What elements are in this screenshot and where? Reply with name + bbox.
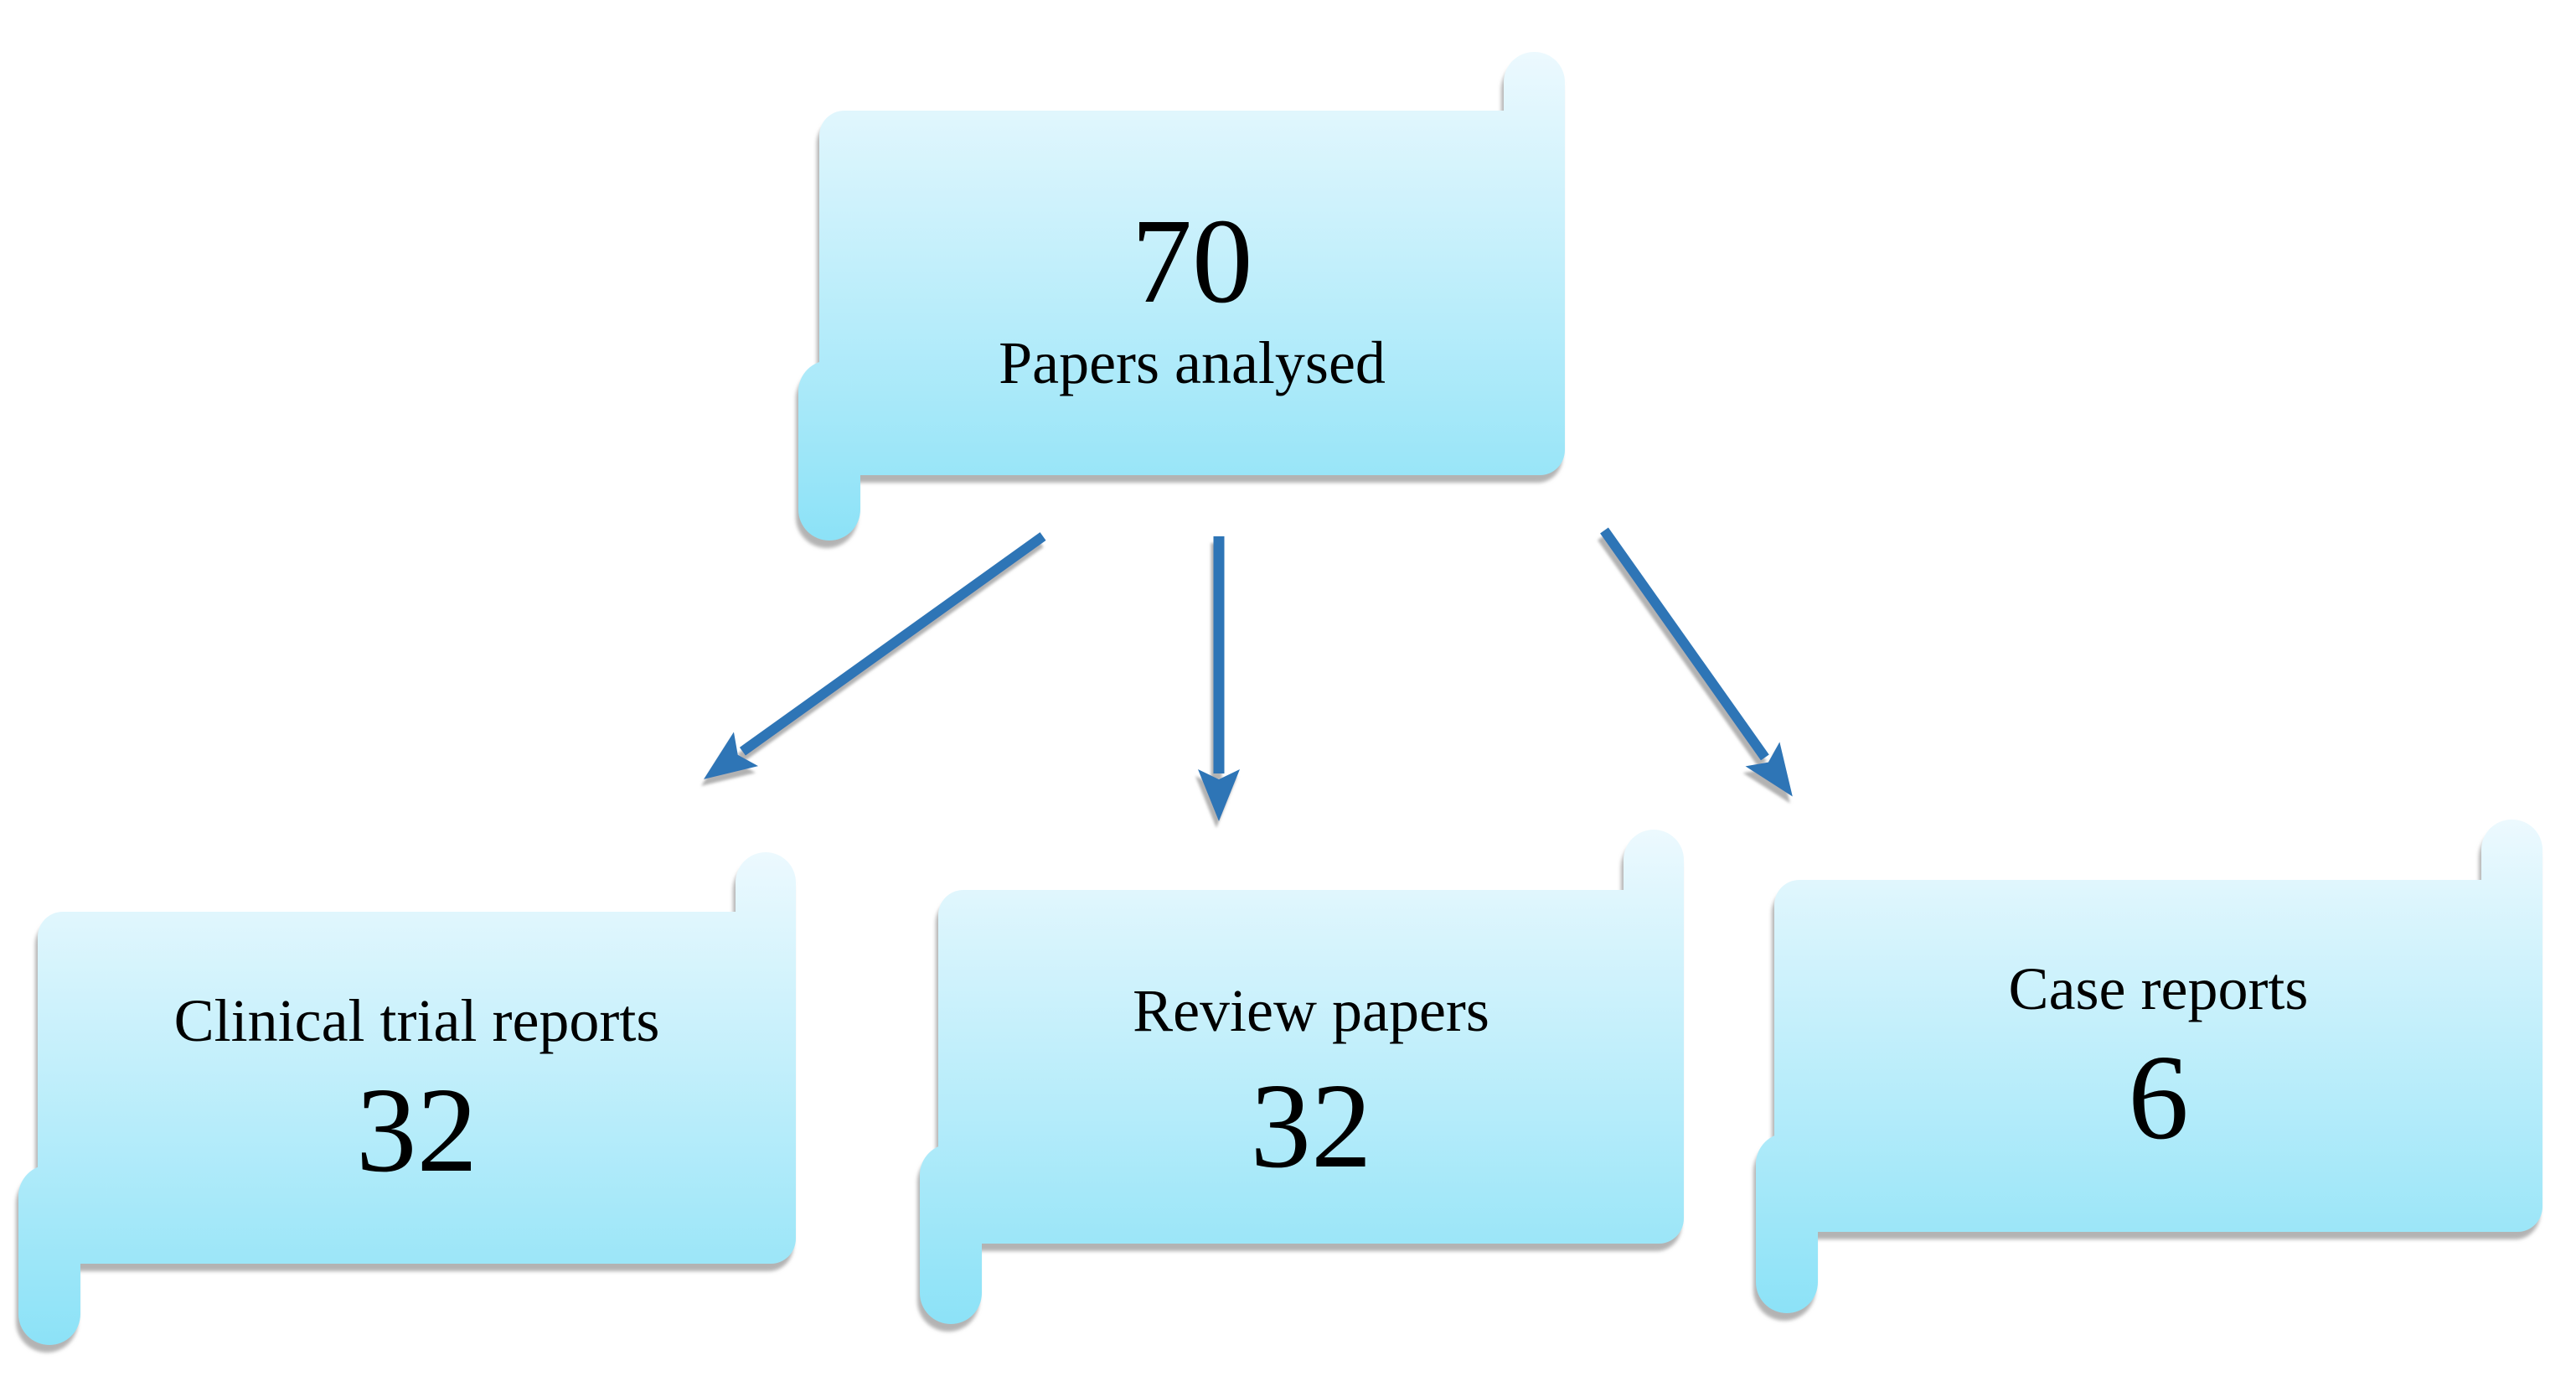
arrowhead-icon: [704, 732, 759, 779]
case-box-body: [1774, 880, 2542, 1232]
review-box-body: [938, 890, 1684, 1244]
arrowhead-icon: [1198, 769, 1240, 821]
clinical-box-body: [38, 912, 796, 1264]
root-box: 70 Papers analysed: [819, 111, 1565, 475]
arrow-root-to-review-papers: [1198, 536, 1240, 821]
arrow-root-to-clinical-trial-reports: [704, 532, 1046, 779]
arrow-root-to-case-reports: [1600, 527, 1793, 797]
review-papers-label: Review papers: [1133, 977, 1489, 1044]
clinical-trial-reports-value: 32: [356, 1063, 478, 1198]
branch-box-review-papers: Review papers 32: [938, 890, 1684, 1244]
arrow-shaft: [739, 532, 1046, 756]
arrow-shaft: [1600, 527, 1769, 761]
case-reports-box-shape: [1756, 820, 2542, 1313]
branch-box-case-reports: Case reports 6: [1774, 880, 2542, 1232]
arrowhead-icon: [1745, 742, 1793, 797]
review-papers-box-shape: [920, 830, 1684, 1324]
root-box-shape: [798, 52, 1565, 541]
case-reports-value: 6: [2128, 1031, 2189, 1165]
root-box-body: [819, 111, 1565, 475]
root-box-label: Papers analysed: [999, 329, 1386, 396]
review-papers-value: 32: [1250, 1059, 1372, 1193]
root-box-value: 70: [1131, 194, 1253, 328]
clinical-trial-reports-box-shape: [18, 852, 796, 1345]
case-reports-label: Case reports: [2008, 955, 2309, 1022]
branch-box-clinical-trial-reports: Clinical trial reports 32: [38, 912, 796, 1264]
clinical-trial-reports-label: Clinical trial reports: [173, 987, 660, 1054]
